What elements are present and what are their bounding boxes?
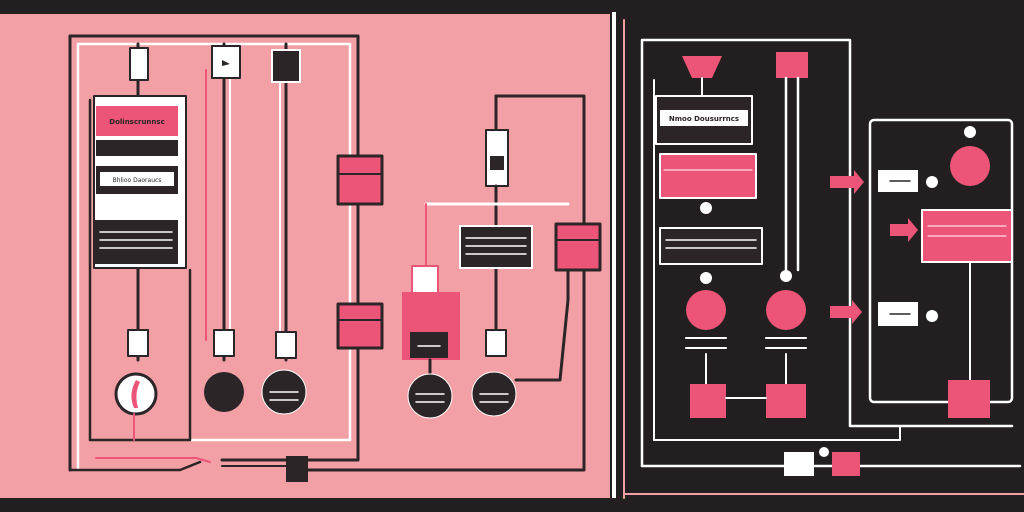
right-pink-circle-1 <box>686 290 726 330</box>
arrow-icon-1 <box>830 170 864 194</box>
module-node-1 <box>926 176 938 188</box>
connector-mid-2 <box>213 329 235 357</box>
bottom-junction <box>286 456 308 482</box>
right-lined-panel <box>659 227 763 265</box>
right-dark-block <box>410 332 448 358</box>
right-panel: Nmoo Dousurrncs <box>623 19 1024 499</box>
right-node-3 <box>780 270 792 282</box>
left-panel: Dolinscrunnsc Bhlioo Daoraucs <box>68 34 602 482</box>
right-pink-circle-2 <box>766 290 806 330</box>
module-pink-square <box>948 380 990 418</box>
left-top-label: Dolinscrunnsc <box>109 118 164 126</box>
left-outer-frame <box>68 34 360 472</box>
module-node-top <box>964 126 976 138</box>
right-node-1 <box>700 202 712 214</box>
left-inner-frame <box>76 42 352 472</box>
connector-top-3 <box>271 49 301 83</box>
right-sub-loop <box>298 94 586 472</box>
right-connector-2 <box>485 329 507 357</box>
right-return-wire <box>514 268 570 382</box>
right-fuse-mark <box>490 156 504 170</box>
funnel-icon <box>682 56 722 78</box>
bottom-pink-switch <box>832 452 860 476</box>
left-bottom-lead <box>68 460 202 472</box>
left-middle-label: Bhlioo Daoraucs <box>113 177 162 184</box>
right-pink-square-1 <box>690 384 726 418</box>
bottom-node <box>819 447 829 457</box>
switch-block-3 <box>554 222 602 272</box>
right-node-2 <box>700 272 712 284</box>
left-middle-label-bg <box>100 172 174 186</box>
module-pink-circle <box>950 146 990 186</box>
gauge-needle <box>131 380 140 408</box>
connector-mid-3 <box>275 331 297 359</box>
right-top-pink-square <box>776 52 808 78</box>
module-node-2 <box>926 310 938 322</box>
arrow-icon-3 <box>890 218 918 242</box>
connector-top-2-mark <box>222 60 230 66</box>
connector-mid-1 <box>127 329 149 357</box>
arrow-icon-2 <box>830 300 862 324</box>
right-pink-square-2 <box>766 384 806 418</box>
left-bottom-red-lead <box>95 457 211 463</box>
left-divider-bar <box>96 140 178 156</box>
left-box-frame-line <box>88 98 192 442</box>
terminal-2 <box>204 372 244 412</box>
right-pink-bar <box>659 153 757 199</box>
left-lined-box <box>94 220 178 264</box>
right-small-fuse <box>411 265 439 297</box>
right-bottom-inner <box>653 425 901 441</box>
right-top-label-bg <box>660 110 748 126</box>
connector-top-1 <box>129 47 149 81</box>
bottom-white-switch <box>784 452 814 476</box>
switch-block-1 <box>336 154 384 206</box>
left-top-label-box <box>96 106 178 136</box>
right-frame-1 <box>640 38 1014 468</box>
panel-divider <box>612 12 616 498</box>
switch-block-2 <box>336 302 384 350</box>
right-top-label: Nmoo Dousurrncs <box>669 115 739 123</box>
right-lined-box <box>459 225 533 269</box>
right-terminal-1 <box>407 373 453 419</box>
